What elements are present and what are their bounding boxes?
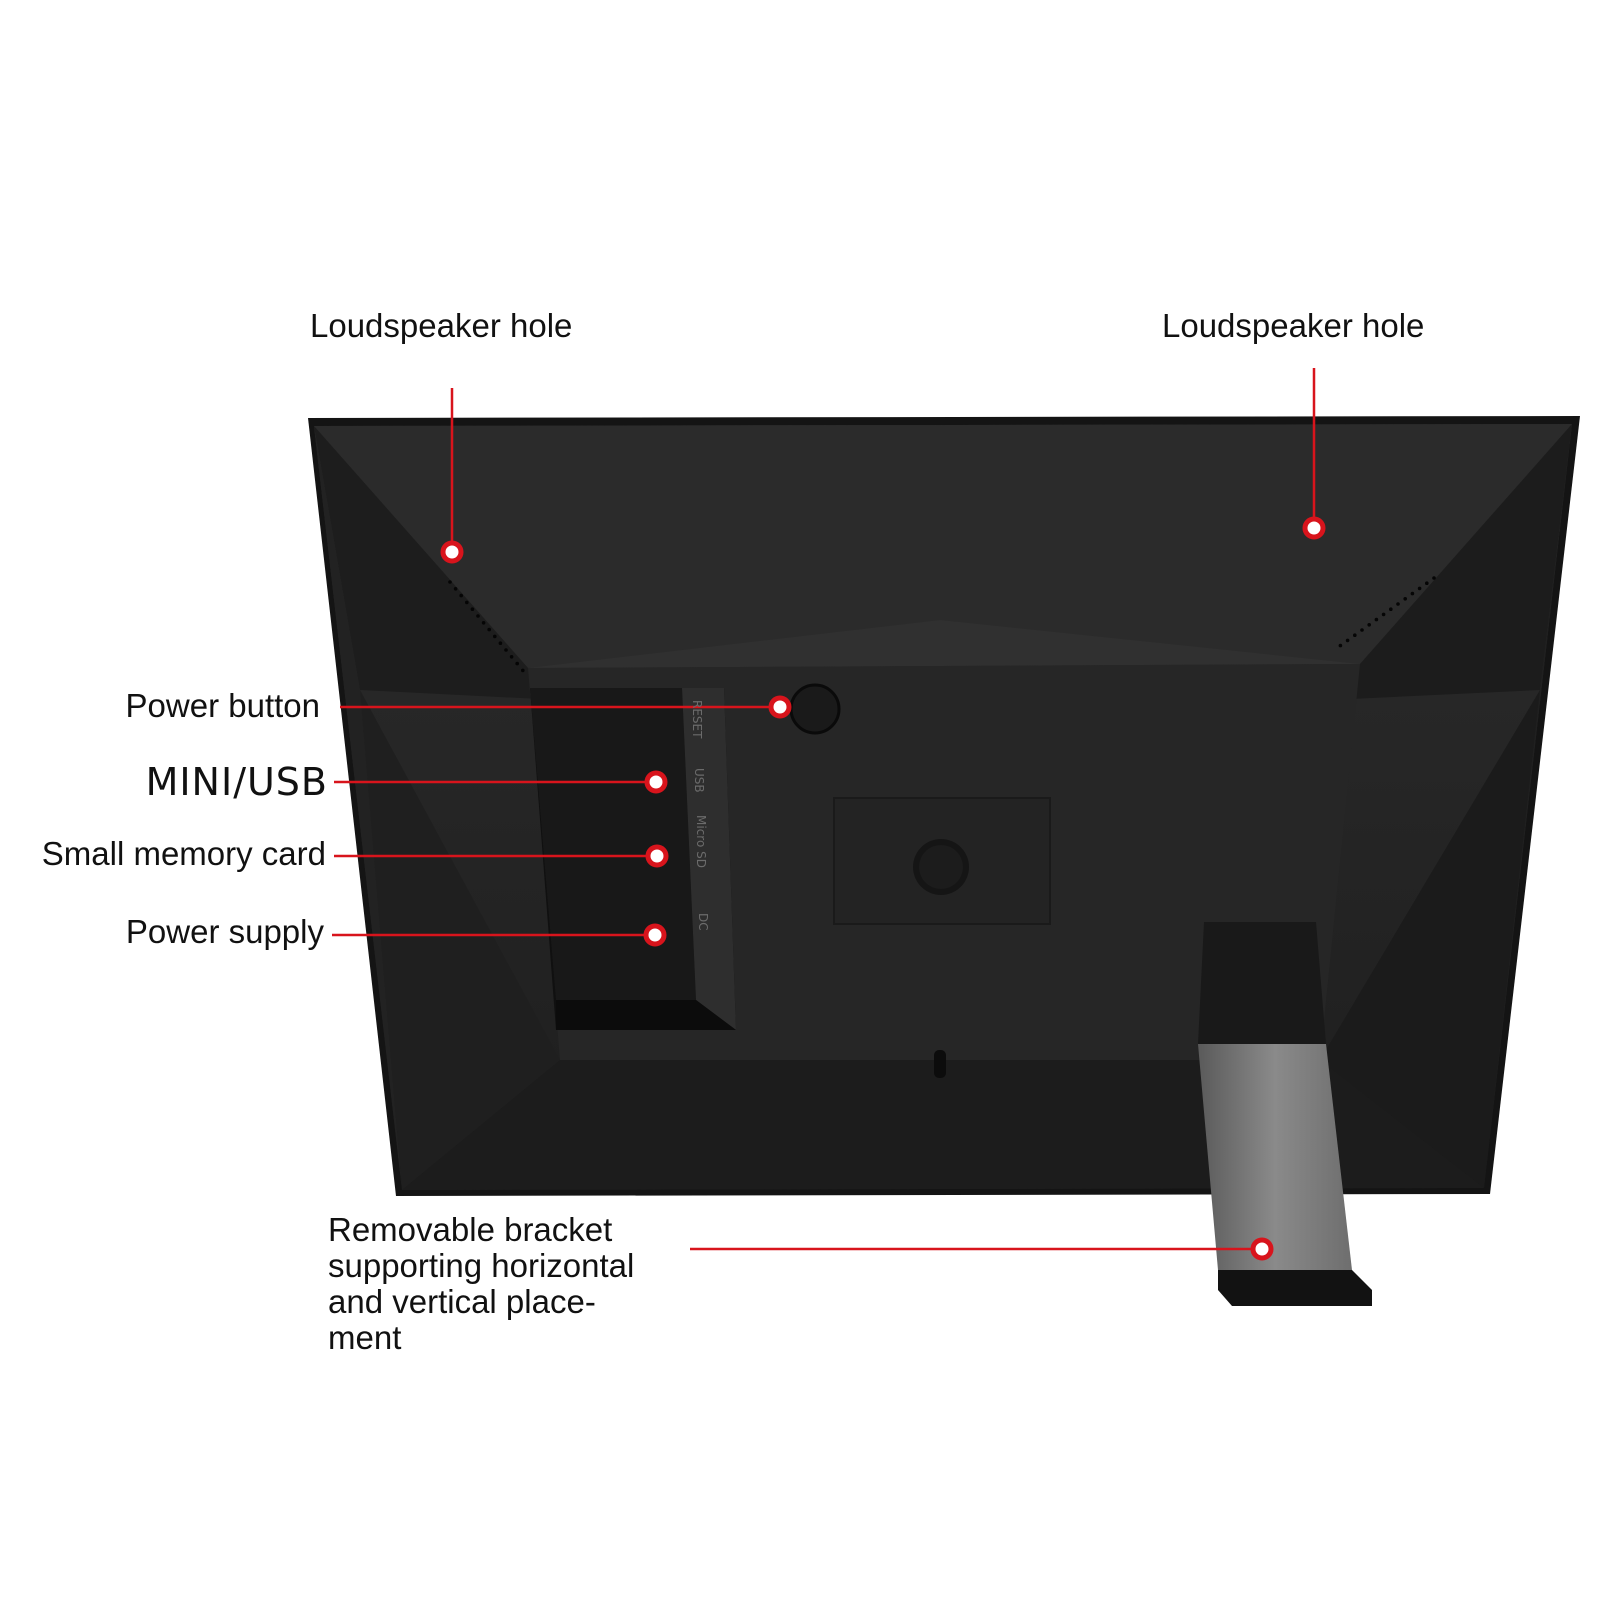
grille-hole	[1425, 581, 1429, 585]
callout-layer	[332, 368, 1326, 1261]
grille-hole	[465, 600, 469, 605]
grille-hole	[1381, 612, 1386, 617]
grille-hole	[487, 627, 492, 632]
port-label-reset: RESET	[690, 700, 704, 739]
bracket-line-1: Removable bracket	[328, 1211, 613, 1248]
grille-hole	[481, 621, 486, 625]
grille-hole	[459, 593, 464, 598]
grille-hole	[1417, 586, 1422, 591]
label-removable-bracket: Removable bracket supporting horizontal …	[328, 1212, 688, 1356]
power-button[interactable]	[789, 683, 841, 735]
grille-hole	[1345, 638, 1350, 643]
grille-hole	[504, 648, 508, 652]
bracket-line-4: ment	[328, 1319, 402, 1356]
speaker-grille-right	[1338, 576, 1436, 648]
grille-hole	[1389, 607, 1393, 611]
callout-mini-usb-marker	[644, 770, 668, 794]
speaker-grille-left	[448, 580, 525, 673]
port-label-dc: DC	[696, 913, 710, 931]
grille-hole	[521, 668, 525, 673]
grille-hole	[1360, 628, 1364, 632]
grille-hole	[498, 641, 503, 645]
label-speaker-hole-right: Loudspeaker hole	[1162, 307, 1425, 344]
callout-power-button-marker	[768, 695, 792, 719]
callout-speaker-left-marker	[440, 540, 464, 564]
grille-hole	[509, 655, 514, 659]
label-memory-card: Small memory card	[41, 835, 326, 872]
port-label-micro-sd: Micro SD	[694, 815, 708, 868]
callout-speaker-right-marker	[1302, 516, 1326, 540]
grille-hole	[453, 587, 458, 591]
wall-mount-plate	[833, 797, 1051, 925]
label-mini-usb: MINI/USB	[145, 760, 328, 804]
stand-bracket[interactable]	[1198, 922, 1372, 1306]
grille-hole	[1367, 623, 1371, 627]
grille-hole	[448, 580, 452, 584]
label-power-button: Power button	[125, 687, 320, 724]
grille-hole	[1396, 602, 1400, 606]
grille-hole	[1410, 591, 1415, 596]
callout-power-supply-marker	[643, 923, 667, 947]
port-label-usb: USB	[692, 768, 706, 793]
port-recess	[530, 688, 736, 1030]
grille-hole	[476, 614, 480, 618]
label-speaker-hole-left: Loudspeaker hole	[310, 307, 573, 344]
label-power-supply: Power supply	[125, 913, 324, 950]
bracket-line-2: supporting horizontal	[328, 1247, 635, 1284]
grille-hole	[1338, 643, 1343, 648]
grille-hole	[515, 661, 519, 666]
grille-hole	[1432, 576, 1436, 580]
grille-hole	[1403, 597, 1407, 601]
lock-slot	[934, 1050, 946, 1078]
grille-hole	[470, 607, 475, 611]
callout-memory-card-marker	[645, 844, 669, 868]
grille-hole	[493, 634, 497, 639]
callout-bracket-marker	[1250, 1237, 1274, 1261]
grille-hole	[1374, 617, 1379, 622]
bracket-line-3: and vertical place-	[328, 1283, 596, 1320]
grille-hole	[1353, 633, 1357, 637]
